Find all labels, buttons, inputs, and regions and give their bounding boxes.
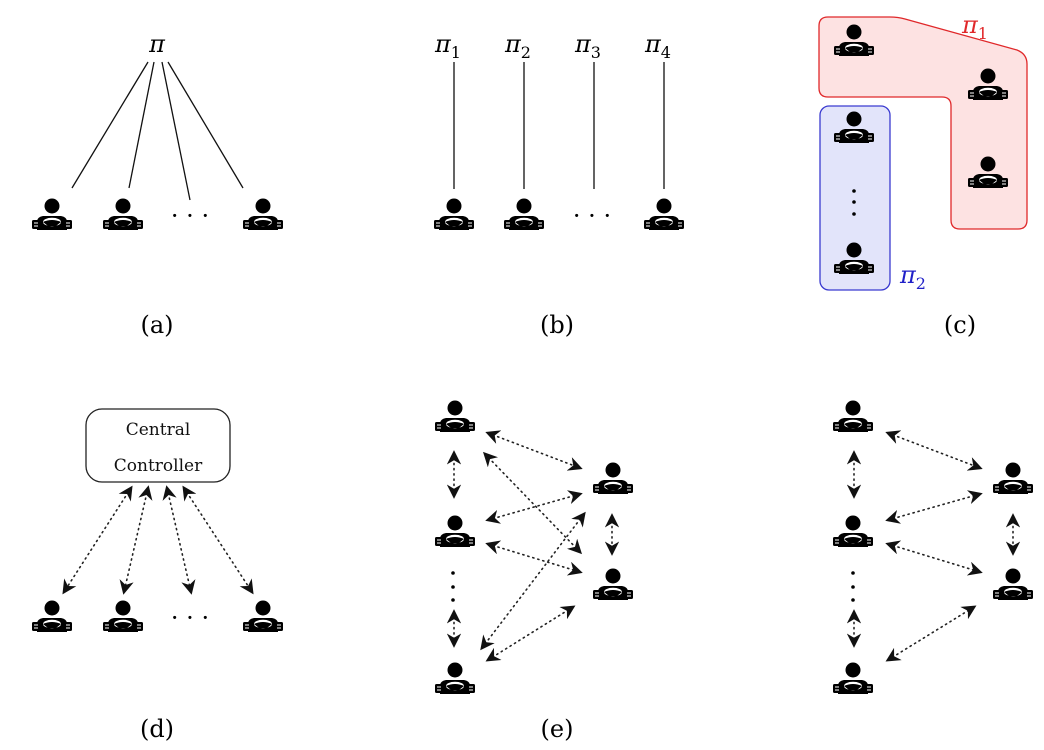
vertical-ellipsis-dot	[851, 571, 855, 575]
vertical-ellipsis-dot	[851, 598, 855, 602]
driver-icon	[434, 400, 476, 433]
comm-link	[885, 430, 983, 471]
panel-c: π1 π2 (c)	[818, 11, 1028, 339]
vertical-ellipsis-dot	[451, 571, 455, 575]
driver-icon	[242, 198, 284, 231]
ellipsis: · · ·	[573, 202, 611, 230]
comm-link	[162, 485, 196, 595]
panel-a: π · · · (a)	[31, 30, 284, 339]
vertical-ellipsis-dot	[451, 598, 455, 602]
driver-icon	[503, 198, 545, 231]
caption-e: (e)	[541, 715, 574, 743]
group-pi2-label: π2	[899, 261, 926, 293]
comm-link	[485, 490, 583, 524]
comm-link	[119, 485, 153, 595]
policy-label-4: π4	[644, 30, 671, 62]
caption-b: (b)	[540, 311, 574, 339]
policy-link	[167, 61, 244, 189]
driver-icon	[992, 568, 1034, 601]
driver-icon	[242, 600, 284, 633]
policy-label-2: π2	[504, 30, 531, 62]
comm-link	[885, 605, 977, 662]
comm-link	[485, 430, 583, 471]
ellipsis: · · ·	[171, 604, 209, 632]
driver-icon	[434, 662, 476, 695]
driver-icon	[102, 198, 144, 231]
group-pi2-region	[819, 105, 891, 291]
panel-e: (e)	[434, 400, 634, 743]
vertical-ellipsis-dot	[852, 200, 856, 204]
panel-b: π1 π2 π3 π4 · · · (b)	[433, 30, 685, 339]
driver-icon	[434, 515, 476, 548]
controller-label-line1: Central	[126, 420, 191, 440]
comm-link	[885, 540, 983, 576]
driver-icon	[643, 198, 685, 231]
comm-link	[62, 485, 133, 595]
caption-c: (c)	[944, 311, 976, 339]
panel-d: Central Controller · · · (d)	[31, 408, 284, 743]
comm-link	[485, 540, 583, 576]
comm-link	[480, 511, 586, 651]
vertical-ellipsis-dot	[852, 189, 856, 193]
comm-link	[485, 605, 576, 662]
shared-policy-label: π	[148, 30, 166, 58]
policy-link	[128, 61, 155, 189]
vertical-ellipsis-dot	[451, 585, 455, 589]
driver-icon	[832, 515, 874, 548]
driver-icon	[433, 198, 475, 231]
policy-link	[161, 61, 191, 201]
comm-link	[182, 485, 254, 595]
driver-icon	[31, 600, 73, 633]
vertical-ellipsis-dot	[852, 212, 856, 216]
policy-label-1: π1	[434, 30, 461, 62]
comm-link	[885, 490, 983, 524]
driver-icon	[31, 198, 73, 231]
driver-icon	[832, 662, 874, 695]
panel-f	[832, 400, 1034, 695]
driver-icon	[592, 568, 634, 601]
central-controller-box	[85, 408, 231, 483]
controller-label-line2: Controller	[114, 456, 203, 476]
ellipsis: · · ·	[171, 202, 209, 230]
caption-d: (d)	[140, 715, 174, 743]
policy-label-3: π3	[574, 30, 601, 62]
driver-icon	[102, 600, 144, 633]
vertical-ellipsis-dot	[851, 585, 855, 589]
driver-icon	[992, 462, 1034, 495]
driver-icon	[592, 462, 634, 495]
caption-a: (a)	[140, 311, 173, 339]
comm-link	[482, 451, 583, 555]
group-pi1-label: π1	[961, 11, 988, 43]
policy-link	[71, 61, 149, 189]
driver-icon	[832, 400, 874, 433]
